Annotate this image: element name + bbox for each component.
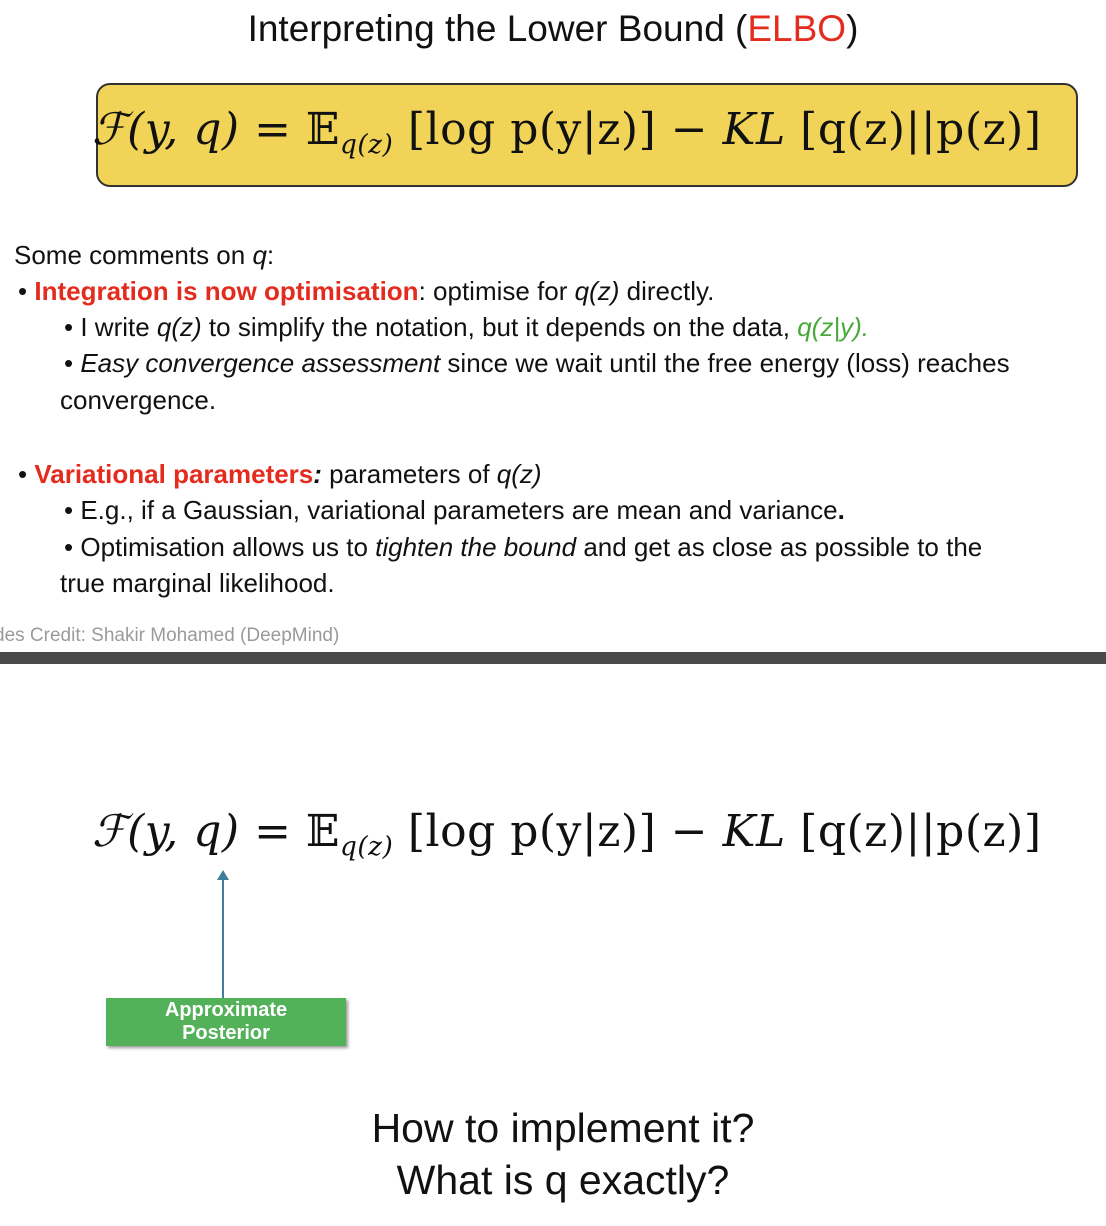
bullet-dot: • <box>64 348 74 378</box>
slide-credit: des Credit: Shakir Mohamed (DeepMind) <box>0 625 340 646</box>
eq-expectation-body: [log p(y|z)] − <box>393 806 723 857</box>
sub-italic: tighten the bound <box>375 532 577 562</box>
sub-text-b: to simplify the notation, but it depends… <box>201 312 798 342</box>
bullet-dot: • <box>64 532 74 562</box>
bullet-text: : optimise for <box>418 276 575 306</box>
approximate-posterior-label: Approximate Posterior <box>106 998 346 1046</box>
bullet-dot: • <box>64 312 74 342</box>
eq-expectation-sub: q(z) <box>339 129 394 161</box>
slide-divider <box>0 652 1106 664</box>
eq-equals: = <box>239 104 306 155</box>
eq-kl: KL <box>722 806 786 857</box>
bullet-colon: : <box>313 459 322 489</box>
arrow-head-icon <box>217 870 229 880</box>
label-line-1: Approximate <box>164 999 288 1021</box>
arrow-line <box>222 878 224 1000</box>
bullet-text: parameters of <box>321 459 497 489</box>
eq-expectation: 𝔼 <box>305 104 340 155</box>
bullet-dot: • <box>18 276 28 306</box>
eq-kl: KL <box>722 104 786 155</box>
intro-q: q <box>252 240 267 270</box>
subbullet-convergence: • Easy convergence assessment since we w… <box>64 345 1010 381</box>
title-highlight-elbo: ELBO <box>747 8 847 49</box>
label-line-2: Posterior <box>182 1022 270 1044</box>
bullet-q: q(z) <box>574 276 620 306</box>
subbullet-notation: • I write q(z) to simplify the notation,… <box>64 309 869 345</box>
intro-text: Some comments on <box>14 240 253 270</box>
eq-lhs: ℱ(y, q) <box>92 104 240 155</box>
sub-text-b: and get as close as possible to the <box>576 532 983 562</box>
sub-text-end: . <box>837 495 845 525</box>
sub-text: Optimisation allows us to <box>80 532 376 562</box>
elbo-equation: ℱ(y, q) = 𝔼q(z) [log p(y|z)] − KL [q(z)|… <box>92 104 1042 160</box>
eq-expectation: 𝔼 <box>305 806 340 857</box>
bullet-q: q(z) <box>496 459 542 489</box>
bullet-highlight: Variational parameters <box>34 459 314 489</box>
sub-italic: Easy convergence assessment <box>80 348 441 378</box>
eq-expectation-sub: q(z) <box>339 831 394 863</box>
equation-highlight-box <box>96 83 1078 187</box>
title-text: Interpreting the Lower Bound ( <box>247 8 748 49</box>
bullet-dot: • <box>64 495 74 525</box>
bullet-dot: • <box>18 459 28 489</box>
question-line-2: What is q exactly? <box>396 1157 730 1203</box>
eq-kl-body: [q(z)||p(z)] <box>785 806 1042 857</box>
sub-q-given-y: q(z|y). <box>797 312 869 342</box>
closing-questions: How to implement it? What is q exactly? <box>0 1102 1106 1206</box>
sub-text: since we wait until the free energy (los… <box>440 348 1010 378</box>
sub-text: E.g., if a Gaussian, variational paramet… <box>80 495 838 525</box>
question-line-1: How to implement it? <box>371 1105 755 1151</box>
eq-expectation-body: [log p(y|z)] − <box>393 104 723 155</box>
slide-title: Interpreting the Lower Bound (ELBO) <box>0 8 1106 50</box>
sub-text: I write <box>80 312 157 342</box>
subbullet-convergence-line2: convergence. <box>60 385 217 415</box>
bullet-highlight: Integration is now optimisation <box>34 276 419 306</box>
bullet-text-end: directly. <box>619 276 715 306</box>
subbullet-tighten: • Optimisation allows us to tighten the … <box>64 529 982 565</box>
sub-q: q(z) <box>156 312 202 342</box>
eq-lhs: ℱ(y, q) <box>92 806 240 857</box>
eq-equals: = <box>239 806 306 857</box>
elbo-equation-2: ℱ(y, q) = 𝔼q(z) [log p(y|z)] − KL [q(z)|… <box>92 806 1042 862</box>
bullet-variational: • Variational parameters: parameters of … <box>18 456 542 492</box>
intro-line: Some comments on q: <box>14 237 274 273</box>
eq-kl-body: [q(z)||p(z)] <box>785 104 1042 155</box>
subbullet-tighten-line2: true marginal likelihood. <box>60 568 335 598</box>
intro-colon: : <box>266 240 275 270</box>
subbullet-gaussian: • E.g., if a Gaussian, variational param… <box>64 492 845 528</box>
bullet-integration: • Integration is now optimisation: optim… <box>18 273 714 309</box>
title-end: ) <box>846 8 859 49</box>
